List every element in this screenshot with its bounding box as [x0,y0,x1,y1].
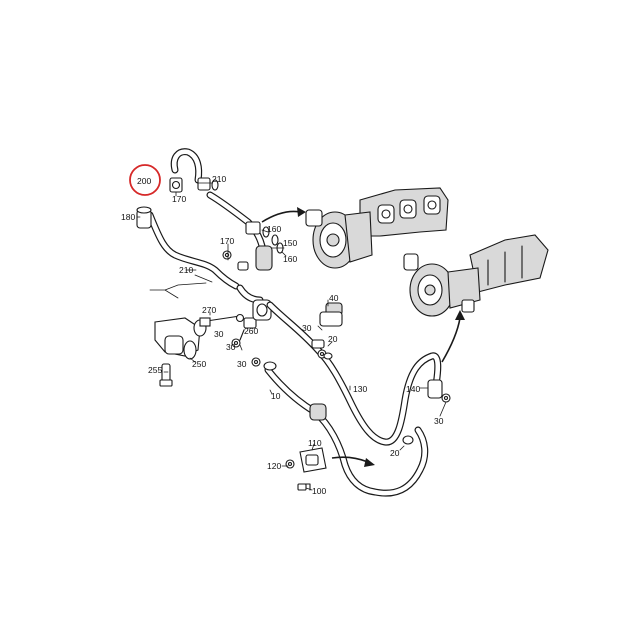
bracket-110[interactable] [299,447,327,473]
fitting-150[interactable] [255,242,284,271]
label-20-a[interactable]: 20 [328,334,338,344]
label-210-top[interactable]: 210 [212,174,226,184]
pipe-oil-return-mid[interactable] [236,284,264,304]
fitting-140[interactable] [427,379,451,403]
label-30-c[interactable]: 30 [237,359,247,369]
label-210-mid[interactable]: 210 [179,265,193,275]
clamp-40[interactable] [319,302,343,327]
label-250[interactable]: 250 [192,359,206,369]
label-30-e[interactable]: 30 [434,416,444,426]
pipe-130[interactable] [266,301,442,446]
label-40[interactable]: 40 [329,293,339,303]
label-30-b[interactable]: 30 [226,342,236,352]
label-255[interactable]: 255 [148,365,162,375]
arrow-to-pipe-bracket [331,456,375,467]
label-160-upper[interactable]: 160 [267,224,281,234]
arrow-to-lower-turbo [441,310,465,363]
bolt-120[interactable] [285,459,295,469]
label-170-mid[interactable]: 170 [220,236,234,246]
label-20-b[interactable]: 20 [390,448,400,458]
label-270[interactable]: 270 [202,305,216,315]
turbocharger-lower[interactable] [403,234,549,317]
label-120[interactable]: 120 [267,461,281,471]
label-170-top[interactable]: 170 [172,194,186,204]
label-180[interactable]: 180 [121,212,135,222]
label-30-a[interactable]: 30 [214,329,224,339]
banjo-fitting-170-top[interactable] [169,177,219,193]
sensor-255[interactable] [159,363,173,387]
arrow-to-upper-turbo [261,207,306,223]
label-30-d[interactable]: 30 [302,323,312,333]
label-200[interactable]: 200 [137,176,151,186]
highlight-circle-200 [129,164,161,196]
label-100[interactable]: 100 [312,486,326,496]
seal-20[interactable] [323,352,414,445]
pipe-10[interactable] [263,361,429,497]
hose-180[interactable] [136,206,152,229]
bolt-100[interactable] [297,483,311,491]
turbocharger-upper[interactable] [305,187,449,269]
label-140[interactable]: 140 [406,384,420,394]
label-10[interactable]: 10 [271,391,281,401]
label-150[interactable]: 150 [283,238,297,248]
oil-housing-250[interactable] [154,317,207,360]
bolt-30-left[interactable] [231,317,261,367]
label-260[interactable]: 260 [244,326,258,336]
part-labels: 200 210 170 180 160 170 150 160 210 270 … [121,174,444,496]
fitting-160[interactable] [245,221,279,246]
label-110[interactable]: 110 [308,438,322,448]
clamp-170[interactable] [222,250,249,271]
bolt-270[interactable] [199,313,245,327]
leader-lines [136,182,447,491]
label-130[interactable]: 130 [353,384,367,394]
bolt-30-center[interactable] [311,339,327,359]
label-160-lower[interactable]: 160 [283,254,297,264]
leader-210 [149,274,213,299]
